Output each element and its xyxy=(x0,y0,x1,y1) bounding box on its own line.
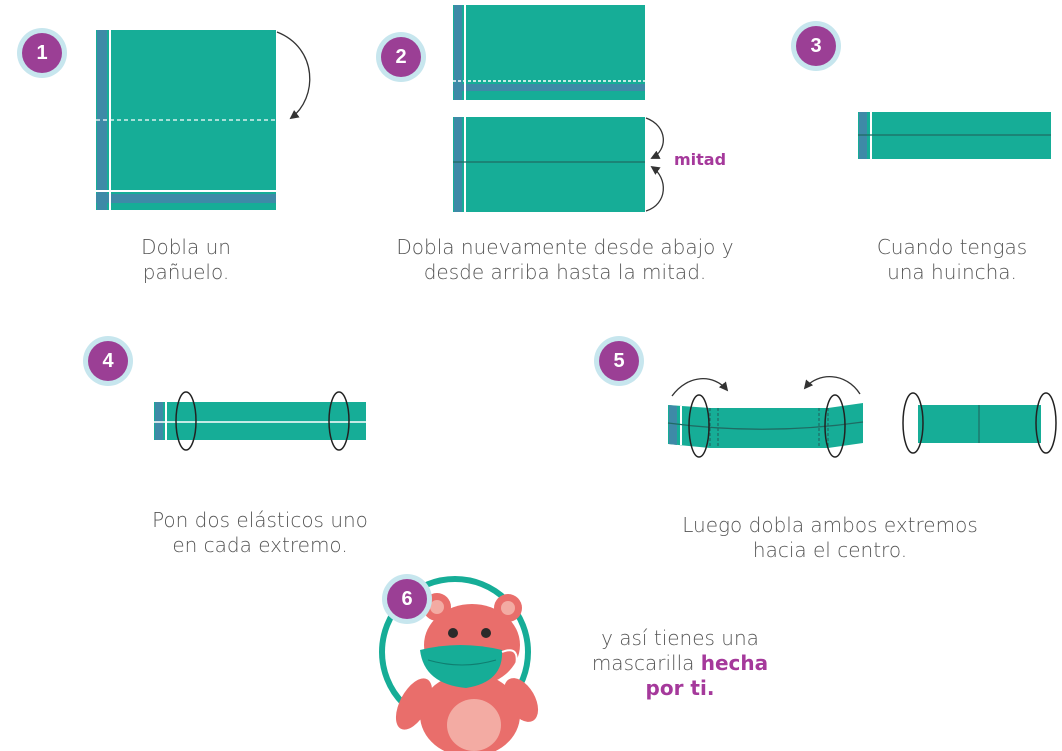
step-4-caption-line2: en cada extremo. xyxy=(172,533,348,557)
step-2-caption-line1: Dobla nuevamente desde abajo y xyxy=(396,235,734,259)
step-3-caption-line1: Cuando tengas xyxy=(876,235,1028,259)
step-3-caption-line2: una huincha. xyxy=(887,260,1017,284)
step-3-badge: 3 xyxy=(796,26,836,66)
half-label: mitad xyxy=(674,150,727,169)
step2-folded-top xyxy=(453,5,645,100)
step-1-badge: 1 xyxy=(22,33,62,73)
step1-handkerchief xyxy=(96,30,311,210)
step-2-caption: Dobla nuevamente desde abajo y desde arr… xyxy=(365,235,765,285)
step-6-caption-line2: mascarilla hecha xyxy=(580,651,780,676)
step-4-caption-line1: Pon dos elásticos uno xyxy=(152,508,368,532)
step-1-caption: Dobla un pañuelo. xyxy=(86,235,286,285)
step-5-badge: 5 xyxy=(599,341,639,381)
step-6-caption-line3: por ti. xyxy=(580,676,780,701)
step-5-caption: Luego dobla ambos extremos hacia el cent… xyxy=(660,513,1000,563)
step-5-caption-line1: Luego dobla ambos extremos xyxy=(682,513,978,537)
step-4-caption: Pon dos elásticos uno en cada extremo. xyxy=(120,508,400,558)
step-6-caption: y así tienes una mascarilla hecha por ti… xyxy=(580,626,780,701)
step-2-badge: 2 xyxy=(381,37,421,77)
step3-band xyxy=(858,112,1051,159)
step2-folded-bottom xyxy=(453,117,664,212)
step-1-caption-line1: Dobla un xyxy=(141,235,231,259)
step5-folding-band xyxy=(667,376,864,458)
step-5-caption-line2: hacia el centro. xyxy=(752,538,908,562)
step-2-caption-line2: desde arriba hasta la mitad. xyxy=(423,260,707,284)
step5-finished-band xyxy=(902,392,1057,454)
step-6-caption-highlight-2: por ti. xyxy=(645,676,715,700)
step4-band-with-elastics xyxy=(154,391,366,451)
step-6-caption-mask-word: mascarilla xyxy=(591,651,695,675)
step-6-caption-line1: y así tienes una xyxy=(601,626,759,650)
bear-with-mask-illustration xyxy=(379,576,539,751)
step-6-badge: 6 xyxy=(387,579,427,619)
step-6-caption-highlight-1: hecha xyxy=(700,651,769,675)
step-4-badge: 4 xyxy=(88,341,128,381)
step-3-caption: Cuando tengas una huincha. xyxy=(852,235,1052,285)
step-1-caption-line2: pañuelo. xyxy=(142,260,230,284)
